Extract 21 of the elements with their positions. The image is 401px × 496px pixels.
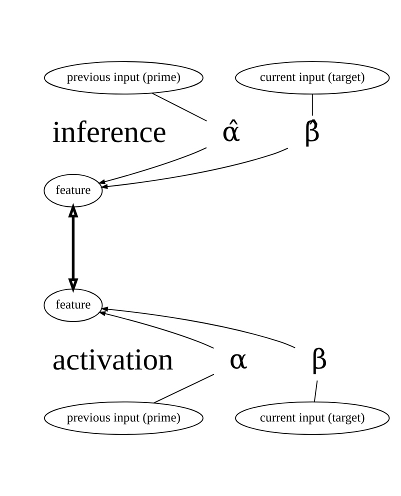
node-ellipse: feature [44, 174, 103, 208]
connector [314, 380, 318, 402]
connector [312, 94, 313, 116]
label: activation [52, 342, 174, 377]
connector [153, 374, 214, 404]
node-ellipse: previous input (prime) [44, 401, 204, 435]
node-text: α [229, 344, 248, 376]
node-ellipse: current input (target) [235, 61, 390, 95]
node-ellipse: current input (target) [235, 401, 390, 435]
node-ellipse: feature [44, 288, 103, 322]
node-ellipse: previous input (prime) [44, 61, 204, 95]
arrow [100, 306, 296, 348]
arrow [98, 147, 207, 184]
arrow [68, 202, 78, 293]
node-text: β̂ [304, 117, 320, 148]
arrow [98, 311, 214, 349]
node-text: α̂ [222, 117, 240, 148]
node-text: β [312, 344, 328, 376]
label: inference [52, 115, 166, 150]
arrow [100, 148, 288, 190]
connector [152, 92, 208, 122]
